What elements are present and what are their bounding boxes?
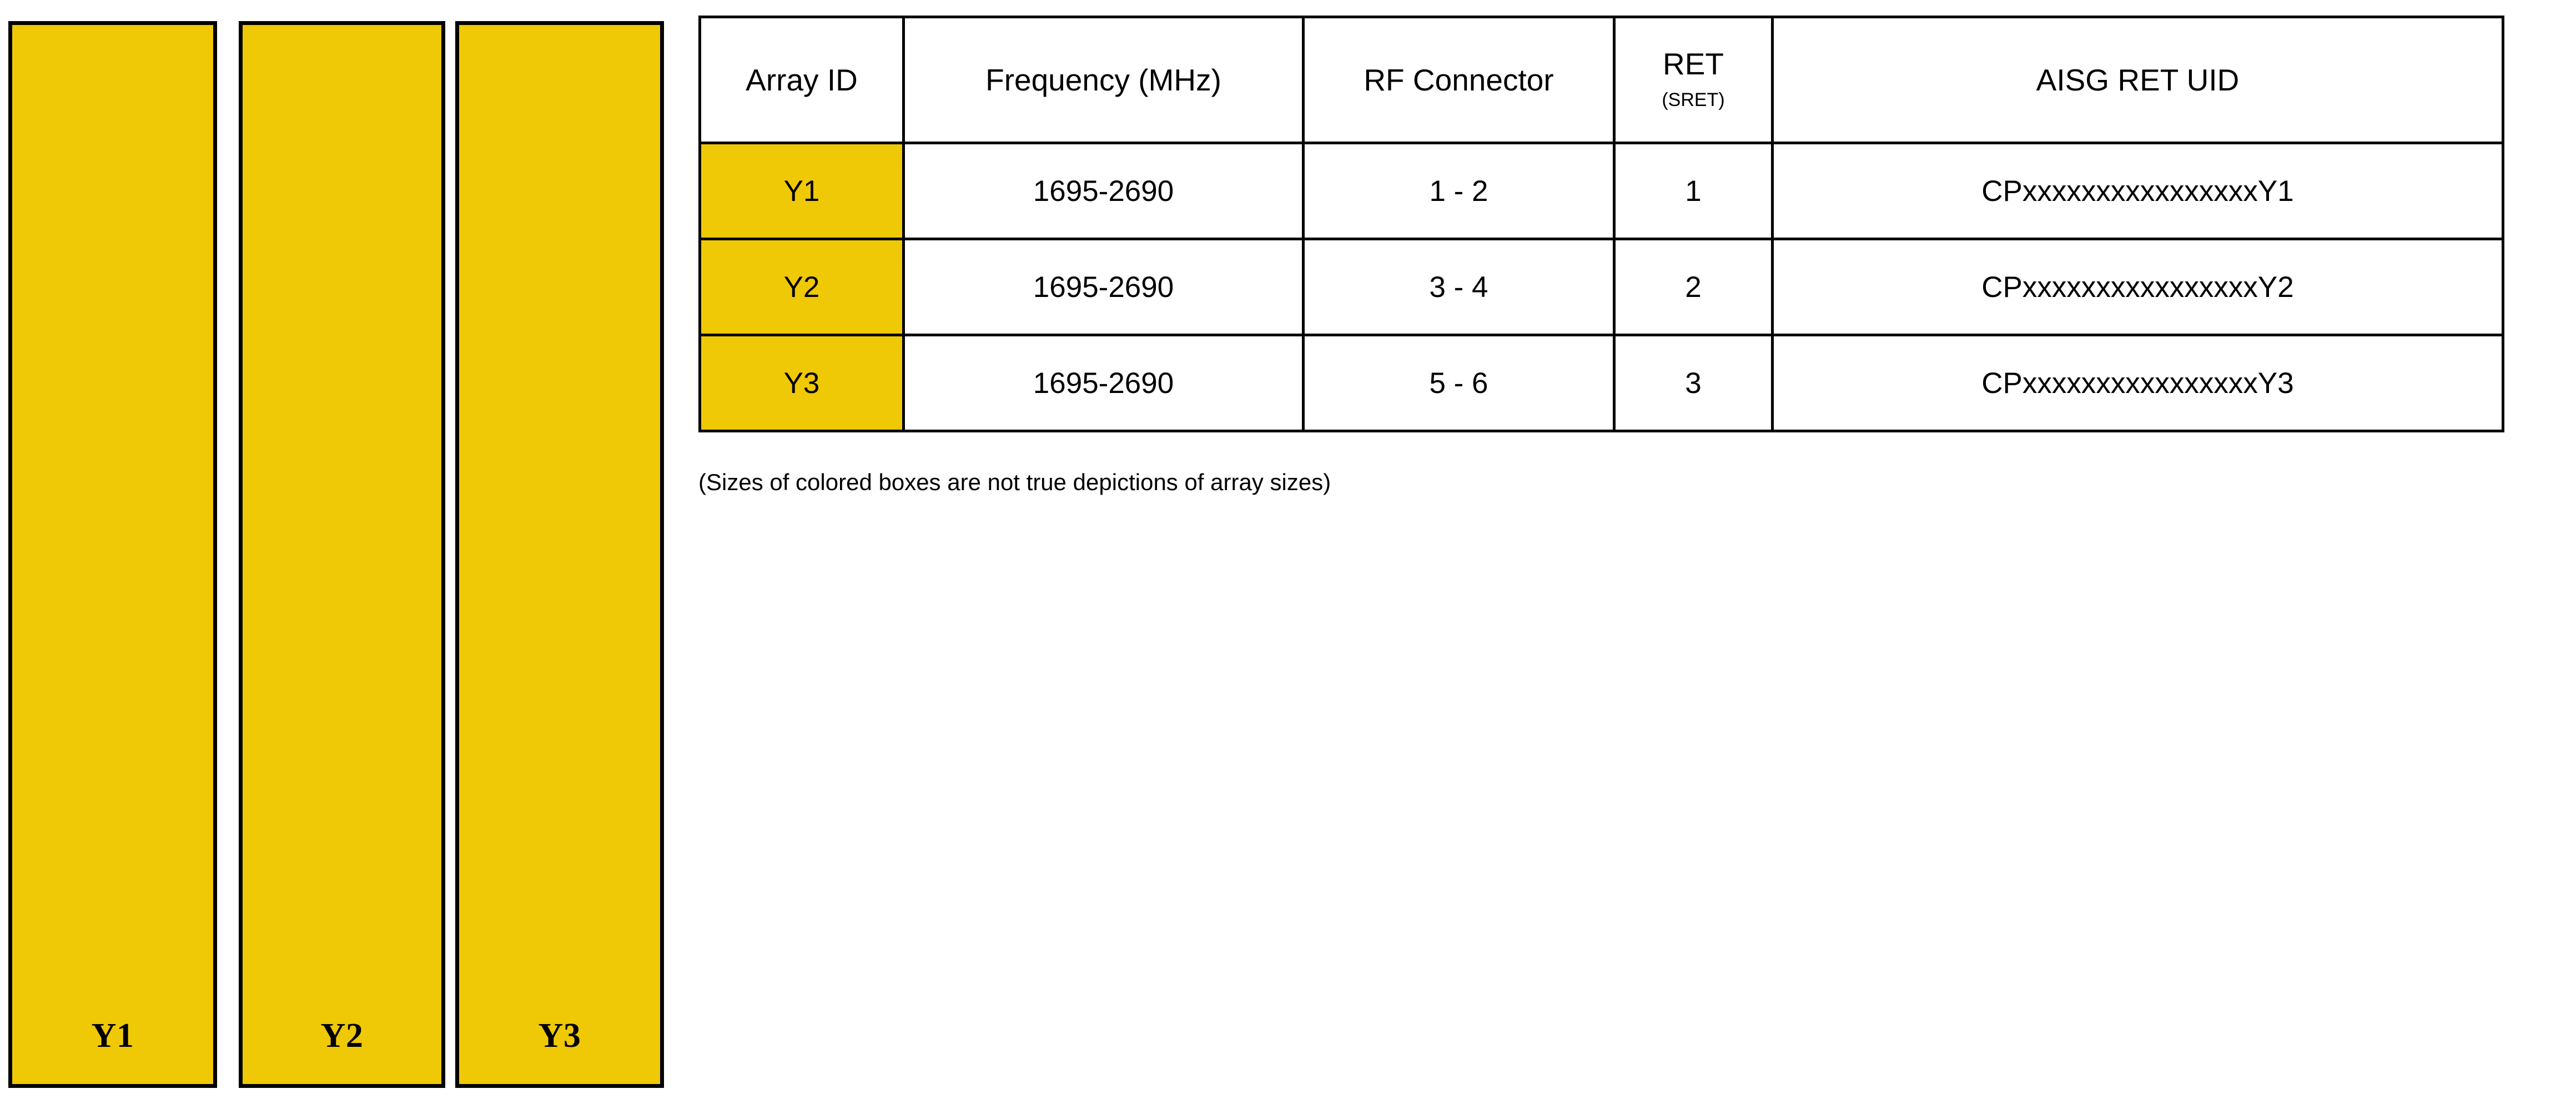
array-box-y2: Y2 [239,21,445,1088]
cell-rf-connector: 5 - 6 [1302,334,1616,432]
cell-ret: 1 [1613,142,1774,240]
array-box-label-y2: Y2 [320,1017,364,1055]
cell-frequency: 1695-2690 [902,334,1305,432]
array-box-y3: Y3 [455,21,664,1088]
column-header-ret-main: RET [1663,46,1724,81]
cell-frequency: 1695-2690 [902,238,1305,336]
table-row: Y2 1695-2690 3 - 4 2 CPxxxxxxxxxxxxxxxxY… [698,238,2504,336]
cell-ret: 3 [1613,334,1774,432]
column-header-array-id: Array ID [698,16,905,144]
cell-aisg-ret-uid: CPxxxxxxxxxxxxxxxxY3 [1771,334,2504,432]
cell-ret: 2 [1613,238,1774,336]
column-header-aisg-ret-uid: AISG RET UID [1771,16,2504,144]
table-row: Y1 1695-2690 1 - 2 1 CPxxxxxxxxxxxxxxxxY… [698,142,2504,240]
cell-array-id: Y1 [698,142,905,240]
column-header-ret-sub: (SRET) [1662,89,1725,111]
cell-array-id: Y2 [698,238,905,336]
array-box-label-y3: Y3 [538,1017,581,1055]
cell-rf-connector: 3 - 4 [1302,238,1616,336]
table-header: Array ID Frequency (MHz) RF Connector RE… [698,16,2504,144]
table-caption: (Sizes of colored boxes are not true dep… [698,469,1331,495]
array-diagram: Y1 Y2 Y3 [0,0,694,1119]
array-box-label-y1: Y1 [91,1017,134,1055]
cell-aisg-ret-uid: CPxxxxxxxxxxxxxxxxY2 [1771,238,2504,336]
table-body: Y1 1695-2690 1 - 2 1 CPxxxxxxxxxxxxxxxxY… [698,142,2504,432]
spec-table-container: Array ID Frequency (MHz) RF Connector RE… [698,16,2504,432]
table-row: Y3 1695-2690 5 - 6 3 CPxxxxxxxxxxxxxxxxY… [698,334,2504,432]
array-box-y1: Y1 [8,21,217,1088]
array-spec-table: Array ID Frequency (MHz) RF Connector RE… [698,16,2504,432]
column-header-rf-connector: RF Connector [1302,16,1616,144]
cell-frequency: 1695-2690 [902,142,1305,240]
column-header-frequency: Frequency (MHz) [902,16,1305,144]
column-header-ret: RET (SRET) [1613,16,1774,144]
table-header-row: Array ID Frequency (MHz) RF Connector RE… [698,16,2504,144]
cell-aisg-ret-uid: CPxxxxxxxxxxxxxxxxY1 [1771,142,2504,240]
cell-array-id: Y3 [698,334,905,432]
cell-rf-connector: 1 - 2 [1302,142,1616,240]
